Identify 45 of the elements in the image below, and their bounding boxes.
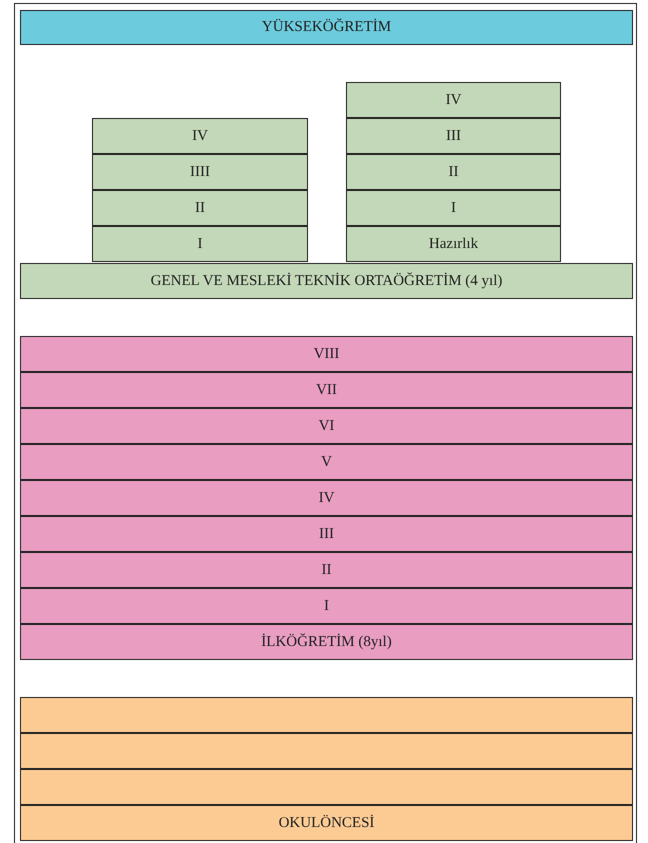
level-label: I: [451, 200, 456, 216]
level-label: I: [198, 236, 202, 252]
level-label: III: [446, 128, 461, 144]
level-bar: [20, 805, 633, 841]
level-bar: [20, 624, 633, 660]
level-bar: [92, 190, 308, 226]
level-bar: [20, 480, 633, 516]
level-label: II: [448, 164, 458, 180]
level-bar: [20, 444, 633, 480]
level-bar: [20, 336, 633, 372]
level-bar: [20, 408, 633, 444]
empty-level-bar: [20, 769, 633, 805]
level-bar: [92, 154, 308, 190]
level-label: İLKÖĞRETİM (8yıl): [261, 634, 392, 650]
level-bar: [92, 118, 308, 154]
level-bar: [20, 588, 633, 624]
empty-level-bar: [20, 733, 633, 769]
level-label: IV: [192, 128, 208, 144]
level-label: II: [322, 562, 332, 578]
level-bar: [20, 552, 633, 588]
level-bar: [92, 226, 308, 262]
level-label: IV: [318, 490, 334, 506]
level-label: Hazırlık: [428, 236, 478, 252]
level-bar: [346, 118, 561, 154]
level-bar: [346, 82, 561, 118]
level-label: VII: [316, 382, 337, 398]
level-label: OKULÖNCESİ: [278, 814, 374, 832]
level-label: VIII: [314, 346, 340, 362]
level-label: III: [319, 526, 334, 542]
level-bar: [20, 372, 633, 408]
level-label: IV: [446, 92, 462, 108]
level-bar: [20, 263, 633, 299]
level-bar: [346, 154, 561, 190]
level-bar: [20, 10, 633, 45]
level-label: V: [321, 454, 332, 470]
level-bar: [346, 190, 561, 226]
empty-level-bar: [20, 697, 633, 733]
level-label: IIII: [190, 164, 210, 180]
level-label: GENEL VE MESLEKİ TEKNİK ORTAÖĞRETİM (4 yıl): [150, 272, 502, 290]
level-bar: [346, 226, 561, 262]
level-label: YÜKSEKÖĞRETİM: [262, 19, 392, 36]
level-bar: [20, 516, 633, 552]
level-label: I: [324, 598, 329, 614]
level-label: II: [195, 200, 205, 216]
level-label: VI: [318, 418, 334, 434]
